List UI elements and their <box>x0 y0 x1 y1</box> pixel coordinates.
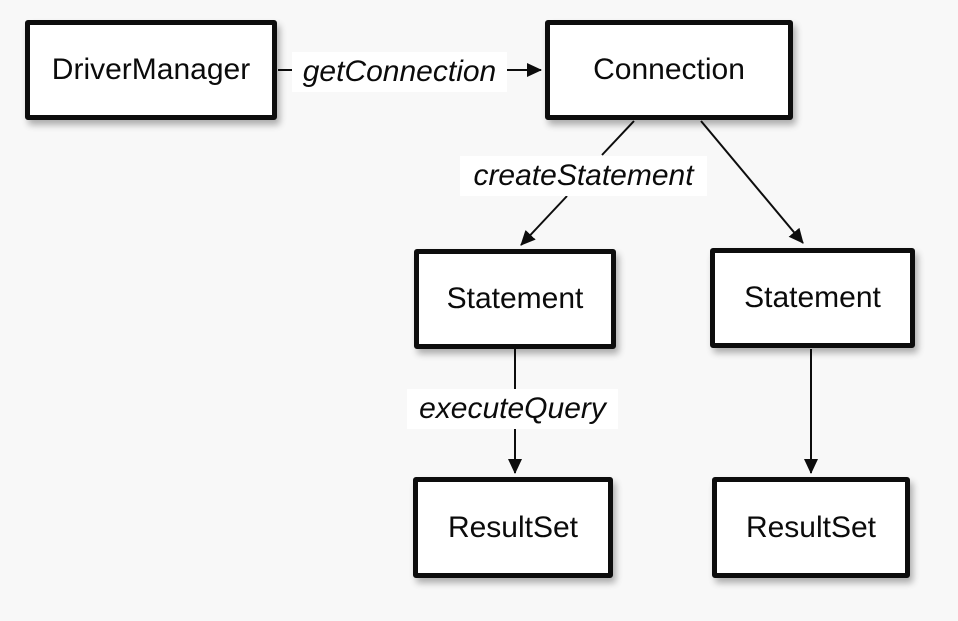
edge-label-executequery: executeQuery <box>407 389 618 429</box>
node-connection-label: Connection <box>593 53 745 86</box>
edge-connection-to-createstatement <box>601 120 635 156</box>
node-drivermanager: DriverManager <box>25 20 277 120</box>
node-connection: Connection <box>545 20 793 120</box>
node-statement-right-label: Statement <box>744 281 881 314</box>
node-resultset-left: ResultSet <box>413 477 613 578</box>
edge-label-getconnection: getConnection <box>292 52 507 92</box>
edge-label-createstatement: createStatement <box>460 156 707 196</box>
edge-label-createstatement-text: createStatement <box>473 159 694 192</box>
node-resultset-left-label: ResultSet <box>447 510 579 544</box>
node-statement-right: Statement <box>710 248 915 348</box>
node-drivermanager-label: DriverManager <box>51 53 251 86</box>
node-resultset-right-label: ResultSet <box>745 510 877 544</box>
node-resultset-right: ResultSet <box>712 477 910 578</box>
node-statement-left-label: Statement <box>446 282 584 315</box>
edge-createstatement-to-statement-arrow-icon <box>520 195 568 246</box>
edge-label-executequery-text: executeQuery <box>419 392 606 425</box>
node-statement-left: Statement <box>414 249 616 349</box>
edge-label-getconnection-text: getConnection <box>302 55 497 88</box>
edge-connection-to-statement-right-arrow-icon <box>700 120 804 244</box>
